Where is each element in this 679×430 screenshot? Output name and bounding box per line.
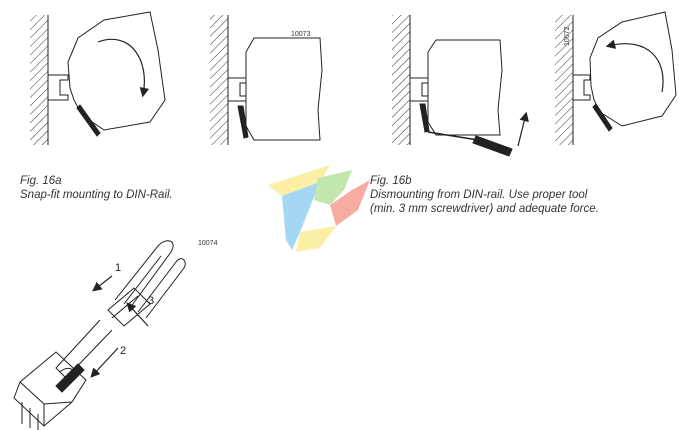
step-number-2: 2 xyxy=(120,345,127,357)
figure-caption-line-1: Dismounting from DIN-rail. Use proper to… xyxy=(370,189,588,201)
step-number-3: 3 xyxy=(148,295,155,307)
figure-label: Fig. 16b xyxy=(370,175,412,187)
figure-label: Fig. 16a xyxy=(20,175,62,187)
drawing-code-10072: 10072 xyxy=(564,26,571,46)
drawing-code-10074: 10074 xyxy=(198,240,218,247)
step-number-1: 1 xyxy=(115,262,122,274)
connector-removal-drawing xyxy=(13,240,186,430)
caption-fig-16a: Fig. 16a Snap-fit mounting to DIN-Rail. xyxy=(20,174,173,202)
panel-dismount-screwdriver xyxy=(392,15,529,157)
panel-mounting-rotate xyxy=(30,11,166,145)
panel-mounted xyxy=(210,15,323,145)
caption-fig-16b: Fig. 16b Dismounting from DIN-rail. Use … xyxy=(370,174,599,216)
wall-hatch xyxy=(210,15,228,145)
watermark-logo xyxy=(268,165,370,252)
wall-hatch xyxy=(392,15,410,145)
figure-caption: Snap-fit mounting to DIN-Rail. xyxy=(20,189,173,201)
screwdriver-icon xyxy=(472,135,513,157)
panel-dismount-rotate xyxy=(555,11,677,145)
drawing-code-10073: 10073 xyxy=(291,31,311,38)
figure-caption-line-2: (min. 3 mm screwdriver) and adequate for… xyxy=(370,203,599,215)
wall-hatch xyxy=(555,15,573,145)
wall-hatch xyxy=(30,15,48,145)
